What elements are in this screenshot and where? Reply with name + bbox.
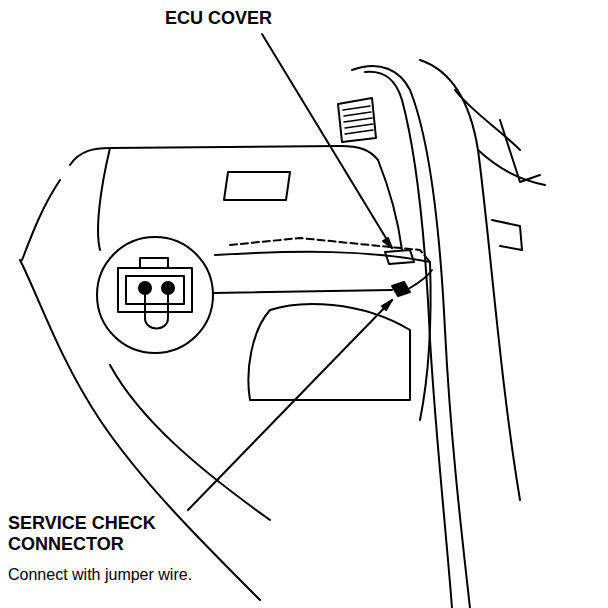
console-line [22,180,60,260]
note-label: Connect with jumper wire. [8,566,308,584]
inset-leader [213,290,392,293]
door-line [455,90,520,150]
floor-line [110,365,270,520]
door-frame [420,60,520,500]
part-label: ECU COVER [165,8,365,29]
vent-slats [343,106,373,134]
door-handle [492,220,522,250]
door-line [500,120,540,182]
leader-line [188,300,392,510]
inset-circle [97,237,213,353]
leader-line [262,34,392,248]
pin [162,282,174,294]
door-frame [365,72,452,608]
dash-edge [378,160,402,250]
connector-face [126,276,184,304]
connector-housing [118,268,192,312]
pin [139,282,151,294]
connector-latch [140,258,168,268]
dash-edge [98,148,110,250]
ecu-cover-edge [215,252,430,262]
connector-wire [410,270,432,288]
ecu-cover-clip [385,250,414,264]
kick-panel [420,262,431,420]
part-label: SERVICE CHECK CONNECTOR [8,513,193,554]
jumper-wire [145,294,168,329]
glove-box-slot [224,172,290,200]
kick-panel-recess [248,304,410,400]
leader-arrowhead [382,300,392,310]
connector [392,282,410,296]
leader-arrowhead [383,238,392,248]
air-vent [338,98,376,142]
